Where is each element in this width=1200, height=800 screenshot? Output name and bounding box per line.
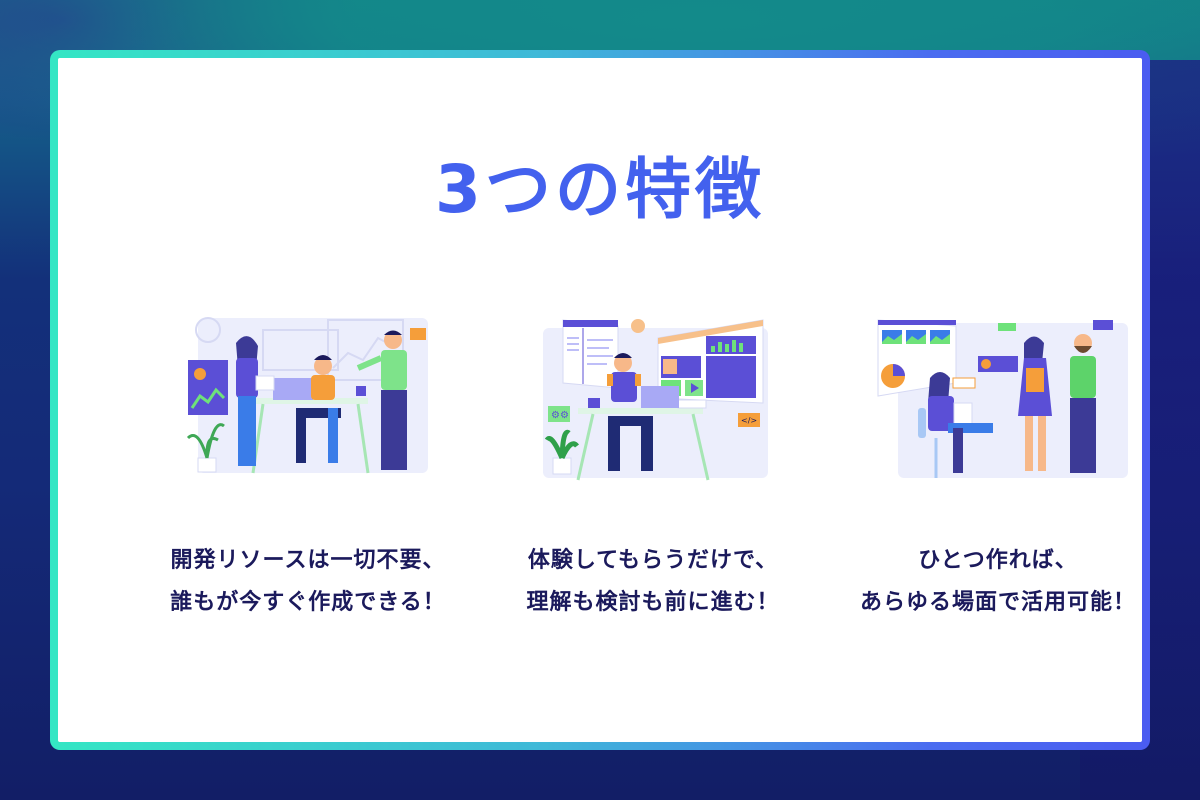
svg-text:</>: </> bbox=[741, 416, 757, 425]
card-content: 3つの特徴 bbox=[58, 58, 1142, 742]
caption-line-1: ひとつ作れば、 bbox=[918, 548, 1078, 573]
presentation-discussion-illustration bbox=[868, 308, 1128, 488]
svg-text:⚙⚙: ⚙⚙ bbox=[551, 410, 569, 421]
feature-item: 開発リソースは一切不要、 誰もが今すぐ作成できる！ bbox=[128, 308, 488, 615]
caption-line-2: あらゆる場面で活用可能！ bbox=[859, 590, 1136, 615]
caption-line-2: 理解も検討も前に進む！ bbox=[526, 590, 780, 615]
page-title: 3つの特徴 bbox=[435, 151, 765, 228]
developer-at-desk-illustration: ⚙⚙ </> bbox=[523, 308, 783, 488]
caption-line-1: 開発リソースは一切不要、 bbox=[170, 548, 446, 573]
caption-line-2: 誰もが今すぐ作成できる！ bbox=[170, 590, 446, 615]
feature-caption: 開発リソースは一切不要、 誰もが今すぐ作成できる！ bbox=[128, 540, 488, 624]
team-meeting-illustration bbox=[178, 308, 438, 488]
feature-caption: ひとつ作れば、 あらゆる場面で活用可能！ bbox=[818, 540, 1178, 624]
features-list: 開発リソースは一切不要、 誰もが今すぐ作成できる！ bbox=[58, 308, 1142, 638]
feature-caption: 体験してもらうだけで、 理解も検討も前に進む！ bbox=[473, 540, 833, 624]
caption-line-1: 体験してもらうだけで、 bbox=[527, 548, 779, 573]
feature-card: 3つの特徴 bbox=[50, 50, 1150, 750]
feature-item: ⚙⚙ </> bbox=[473, 308, 833, 615]
feature-item: ひとつ作れば、 あらゆる場面で活用可能！ bbox=[818, 308, 1178, 615]
